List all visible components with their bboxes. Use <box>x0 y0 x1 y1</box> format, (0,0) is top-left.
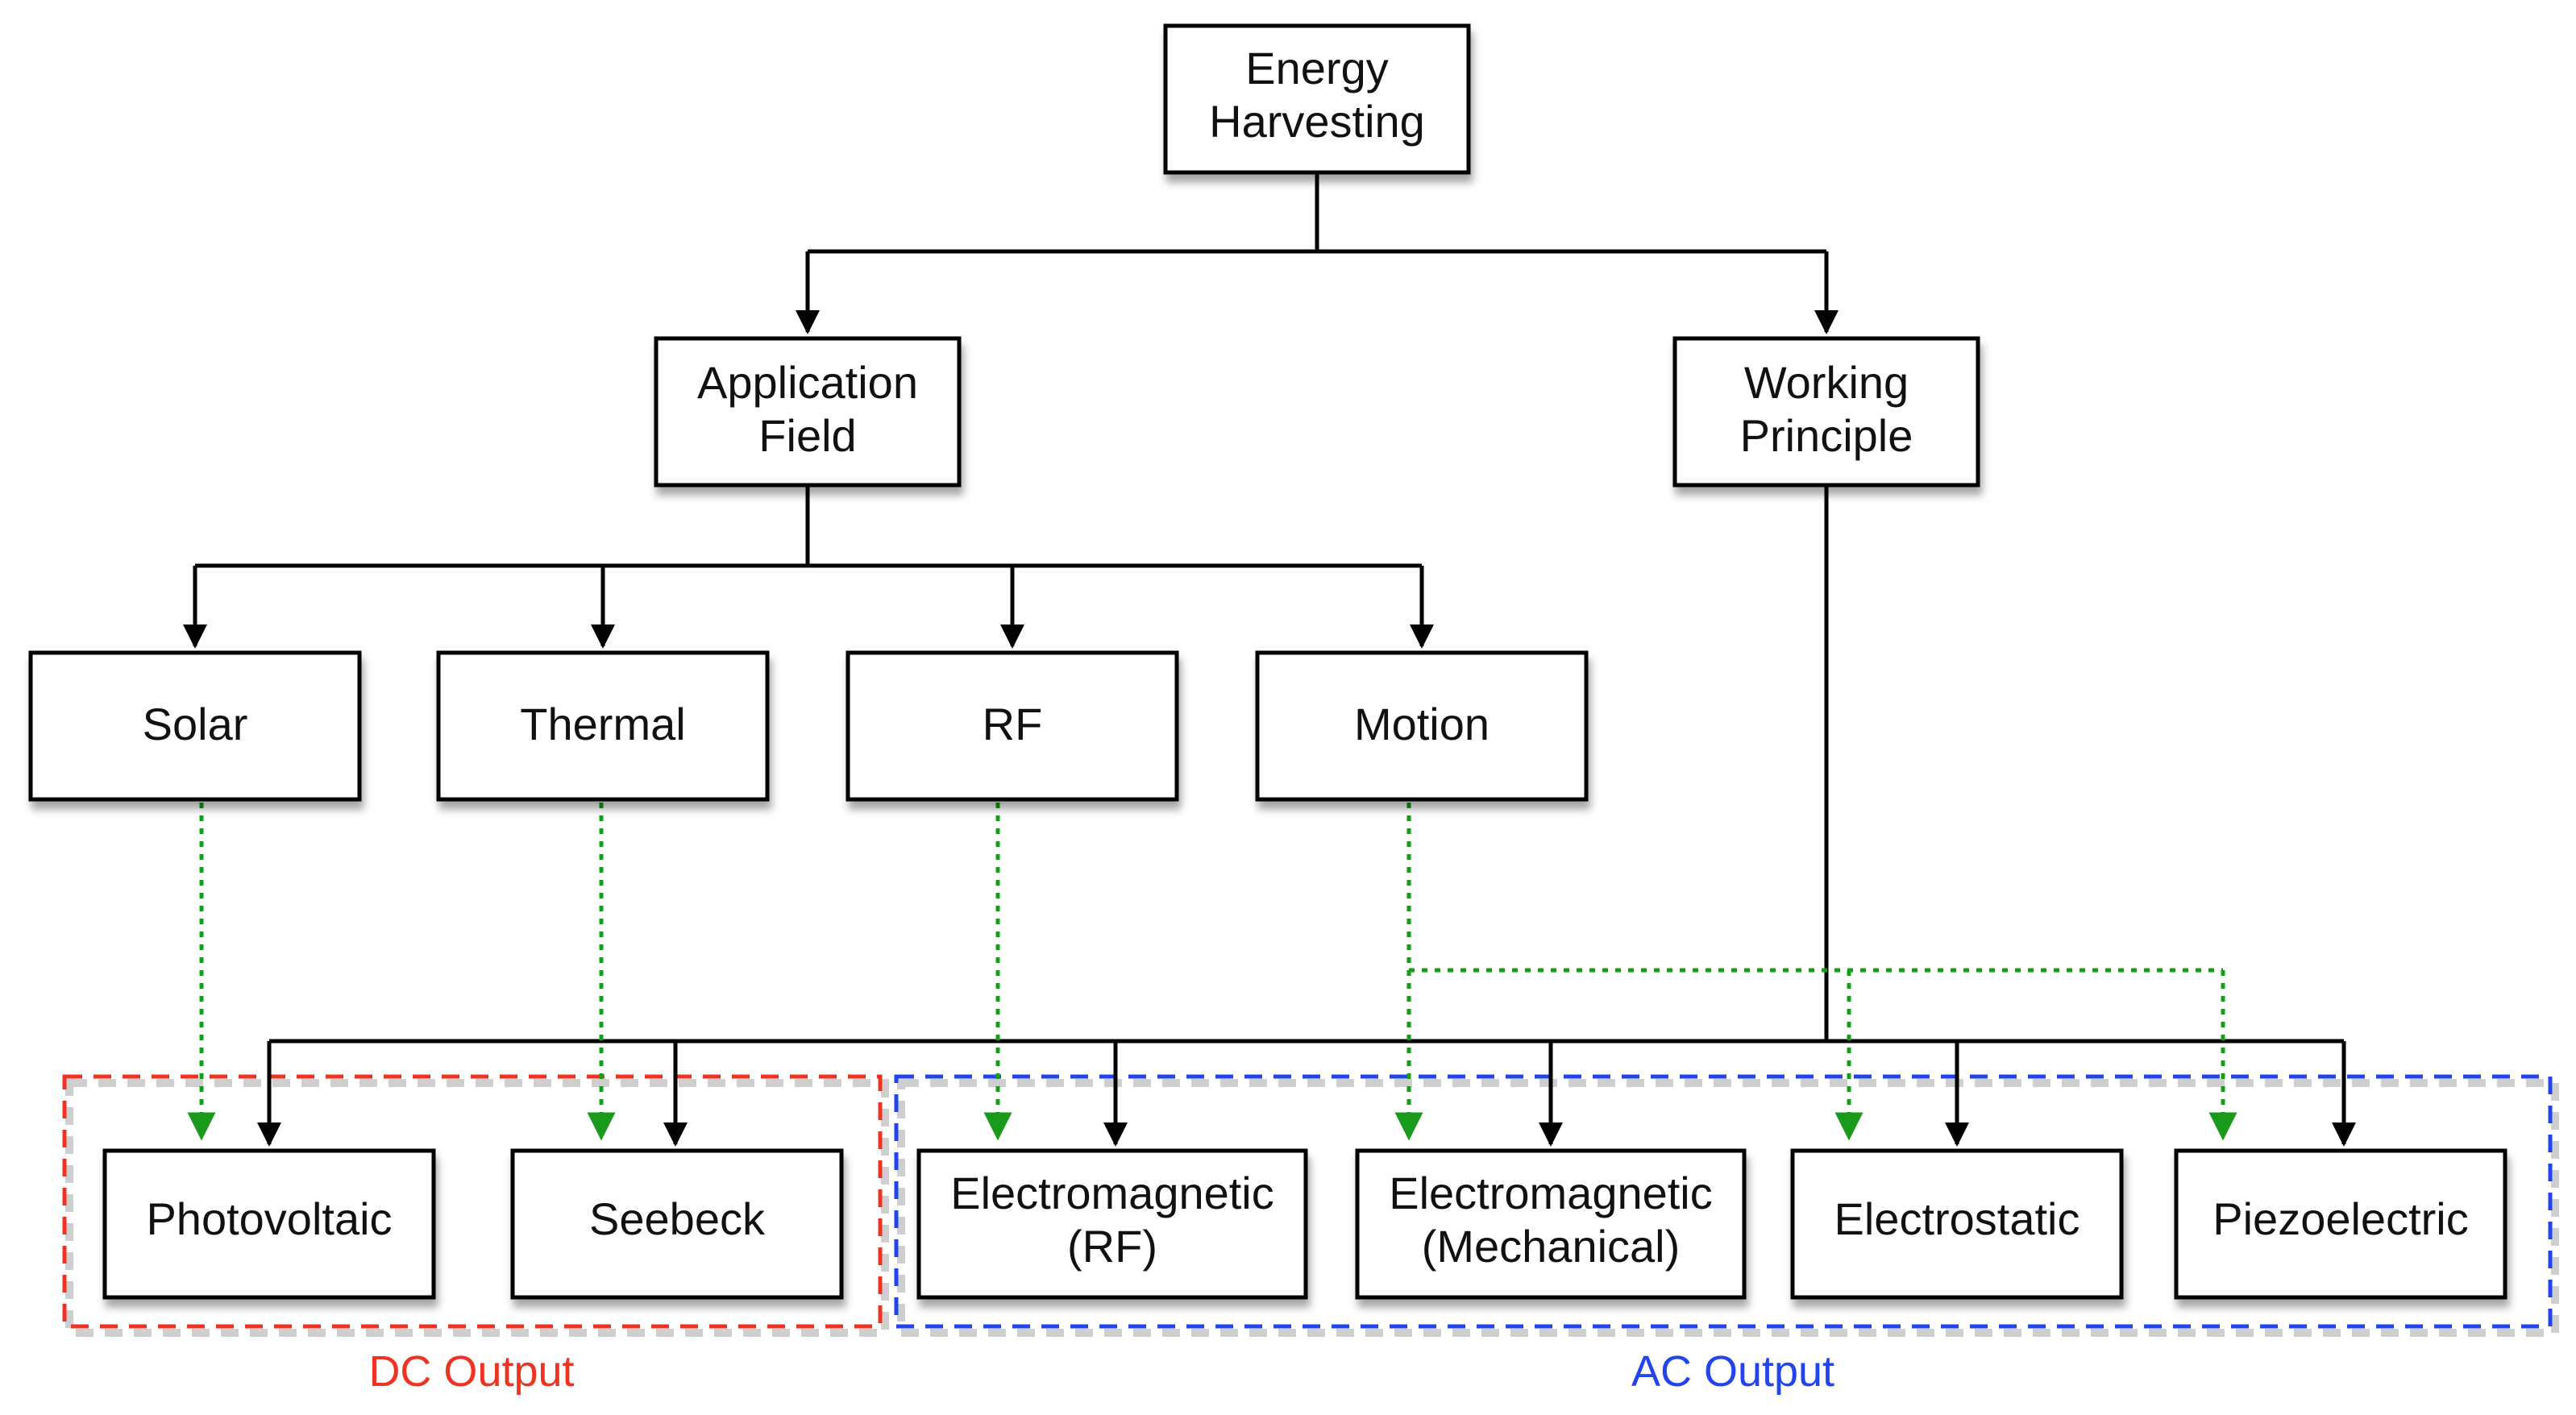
em-rf-line1: Electromagnetic <box>950 1168 1274 1218</box>
working-principle-line1: Working <box>1744 357 1909 408</box>
dc-output-box <box>62 1074 883 1329</box>
node-electromagnetic-rf: Electromagnetic (RF) <box>916 1148 1308 1300</box>
em-mech-line1: Electromagnetic <box>1389 1168 1713 1218</box>
em-rf-line2: (RF) <box>1067 1221 1157 1272</box>
node-motion: Motion <box>1255 650 1589 802</box>
node-working-principle: Working Principle <box>1672 336 1980 488</box>
ac-output-group: AC Output <box>894 1074 2559 1396</box>
working-principle-line2: Principle <box>1740 410 1913 461</box>
thermal-label: Thermal <box>520 699 685 749</box>
energy-harvesting-line1: Energy <box>1245 43 1388 93</box>
ac-output-box <box>894 1074 2553 1329</box>
node-photovoltaic: Photovoltaic <box>102 1148 436 1300</box>
photovoltaic-label: Photovoltaic <box>146 1193 392 1244</box>
node-seebeck: Seebeck <box>510 1148 844 1300</box>
mapping-edges <box>187 803 2237 1141</box>
seebeck-label: Seebeck <box>589 1193 766 1244</box>
node-solar: Solar <box>28 650 362 802</box>
solar-label: Solar <box>143 699 248 749</box>
hierarchy-edges <box>183 172 2356 1147</box>
energy-harvesting-line2: Harvesting <box>1209 96 1425 147</box>
electrostatic-label: Electrostatic <box>1834 1193 2080 1244</box>
node-rf: RF <box>846 650 1179 802</box>
dc-output-label: DC Output <box>368 1347 574 1396</box>
application-field-line2: Field <box>758 410 856 461</box>
node-electromagnetic-mechanical: Electromagnetic (Mechanical) <box>1355 1148 1747 1300</box>
em-mech-line2: (Mechanical) <box>1422 1221 1681 1272</box>
rf-label: RF <box>983 699 1043 749</box>
node-electrostatic: Electrostatic <box>1790 1148 2124 1300</box>
application-field-line1: Application <box>697 357 918 408</box>
node-thermal: Thermal <box>436 650 770 802</box>
node-application-field: Application Field <box>654 336 962 488</box>
node-energy-harvesting: Energy Harvesting <box>1163 23 1471 175</box>
ac-output-label: AC Output <box>1631 1347 1834 1396</box>
piezoelectric-label: Piezoelectric <box>2212 1193 2468 1244</box>
dc-output-group: DC Output <box>62 1074 889 1396</box>
motion-label: Motion <box>1354 699 1490 749</box>
edge-working-to-electrostatic <box>1826 1039 1969 1147</box>
node-piezoelectric: Piezoelectric <box>2174 1148 2507 1300</box>
